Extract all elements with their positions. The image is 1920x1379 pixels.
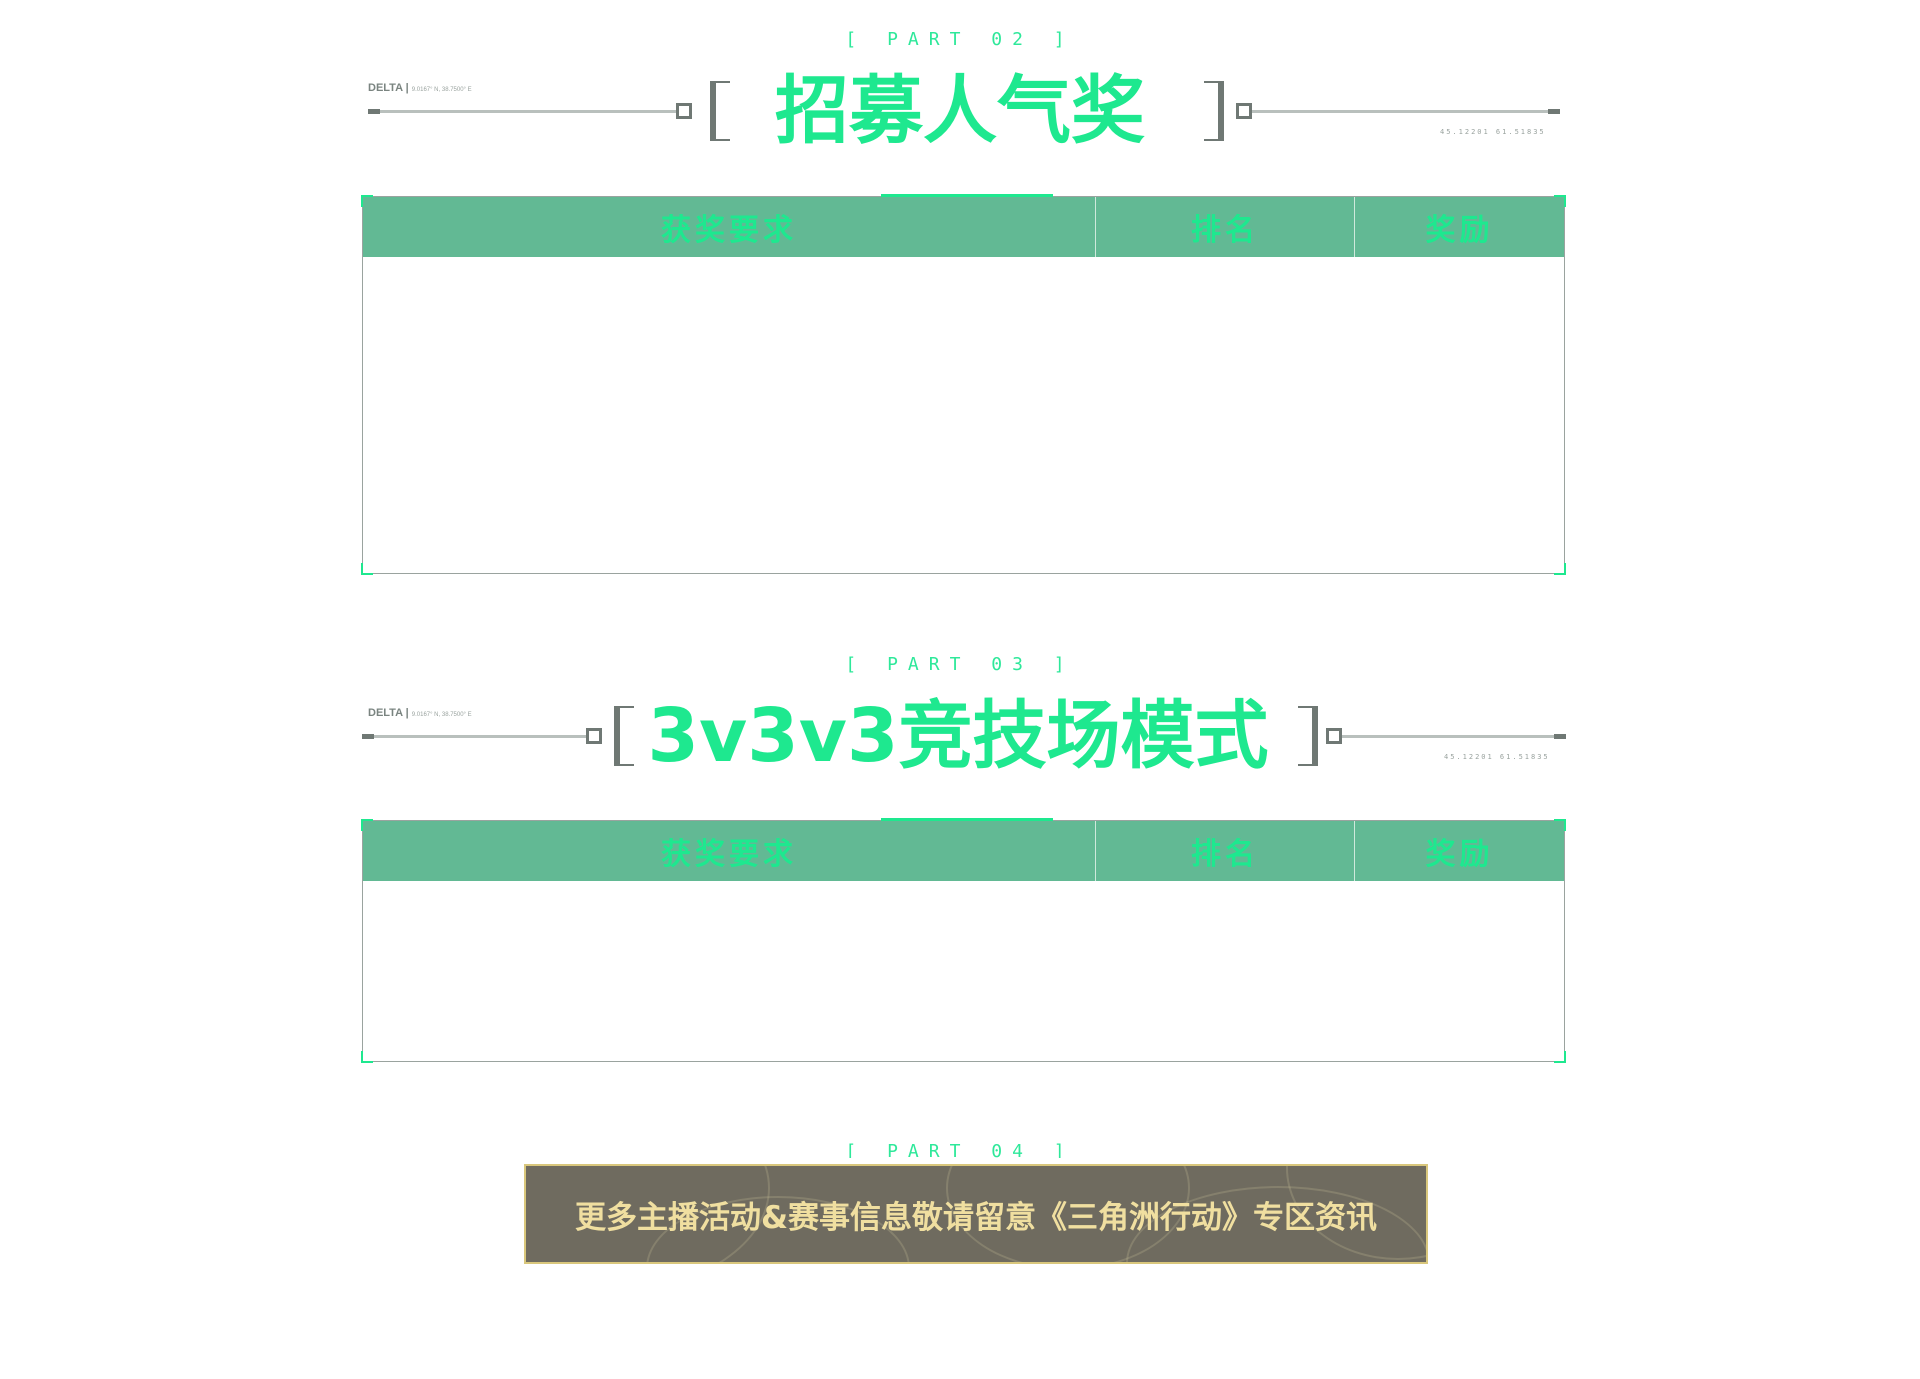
column-header-requirements: 获奖要求 [661,213,797,248]
corner-accent [361,195,373,207]
corner-accent [1554,819,1566,831]
section-title: 3v3v3竞技场模式 [647,693,1269,779]
deco-line-right [1342,735,1554,738]
column-header-reward: 奖励 [1354,197,1564,257]
part-03-label: [ PART 03 ] [845,654,1075,675]
delta-coords: 9.0167° N, 38.7500° E [411,712,472,718]
deco-square-right-icon [1236,103,1252,119]
bracket-left-icon [710,81,736,141]
section-title: 招募人气奖 [775,68,1145,154]
delta-tag: DELTA |9.0167° N, 38.7500° E [368,707,472,719]
bracket-left-icon [614,706,640,766]
delta-label: DELTA | [368,707,409,719]
corner-accent [1554,563,1566,575]
top-accent-bar [881,194,1053,197]
deco-square-left-icon [676,103,692,119]
part-04-label: [ PART 04 ] [845,1141,1075,1158]
deco-line-right [1252,110,1548,113]
bracket-right-icon [1292,706,1318,766]
table-header: 获奖要求 排名 奖励 [363,197,1564,257]
line-cap-left [362,734,374,739]
right-coords: 45.12201 61.51835 [1444,753,1550,761]
table-body [363,257,1564,573]
deco-square-left-icon [586,728,602,744]
delta-coords: 9.0167° N, 38.7500° E [411,87,472,93]
delta-label: DELTA | [368,82,409,94]
info-banner: 更多主播活动&赛事信息敬请留意《三角洲行动》专区资讯 [524,1164,1428,1264]
corner-accent [1554,195,1566,207]
corner-accent [361,819,373,831]
line-cap-right [1554,734,1566,739]
part-02-label: [ PART 02 ] [845,29,1075,50]
line-cap-right [1548,109,1560,114]
corner-accent [361,563,373,575]
right-coords: 45.12201 61.51835 [1440,128,1546,136]
award-table-part-02: 获奖要求 排名 奖励 [361,194,1566,575]
column-header-requirements: 获奖要求 [661,837,797,872]
top-accent-bar [881,818,1053,821]
corner-accent [1554,1051,1566,1063]
corner-accent [361,1051,373,1063]
column-header-rank: 排名 [1095,821,1354,881]
section-03-title-row: DELTA |9.0167° N, 38.7500° E 3v3v3竞技场模式 … [0,691,1920,781]
section-02-title-row: DELTA |9.0167° N, 38.7500° E 招募人气奖 45.12… [0,66,1920,156]
column-header-reward: 奖励 [1354,821,1564,881]
deco-line-left [380,110,678,113]
deco-square-right-icon [1326,728,1342,744]
bracket-right-icon [1198,81,1224,141]
part-04-label-clip: [ PART 04 ] [660,1140,1260,1158]
table-body [363,881,1564,1061]
line-cap-left [368,109,380,114]
column-header-rank: 排名 [1095,197,1354,257]
banner-text: 更多主播活动&赛事信息敬请留意《三角洲行动》专区资讯 [574,1199,1378,1236]
table-header: 获奖要求 排名 奖励 [363,821,1564,881]
deco-line-left [374,735,588,738]
award-table-part-03: 获奖要求 排名 奖励 [361,818,1566,1063]
delta-tag: DELTA |9.0167° N, 38.7500° E [368,82,472,94]
